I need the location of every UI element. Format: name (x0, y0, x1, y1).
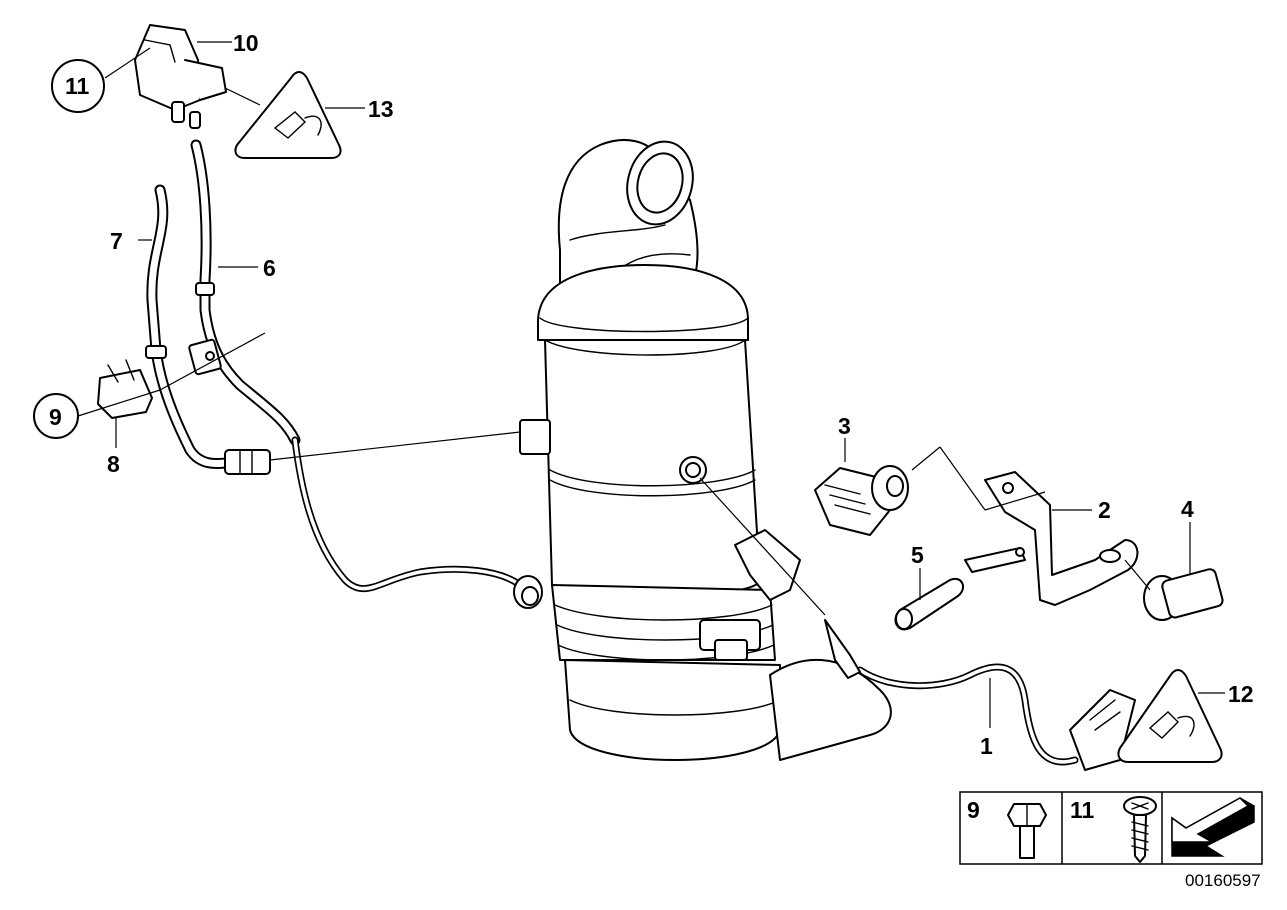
callout-5: 5 (911, 542, 924, 568)
sensor-warning-icon-12 (1117, 669, 1223, 763)
pressure-hoses (146, 139, 301, 469)
direction-arrow-icon (1171, 797, 1255, 857)
fastener-legend: 9 11 (959, 791, 1263, 865)
callout-numbers: 10 11 13 7 6 9 8 3 2 4 5 12 1 (33, 30, 1254, 759)
callout-9: 9 (49, 404, 62, 430)
callout-circle-11 (51, 59, 105, 113)
callout-8: 8 (107, 451, 120, 477)
sleeve-part-5 (894, 577, 965, 631)
legend-label-9: 9 (967, 797, 980, 823)
callout-10: 10 (233, 30, 259, 56)
sensor-part-3 (814, 465, 909, 536)
callout-11: 11 (65, 73, 90, 99)
catalog-number: 00160597 (1185, 871, 1261, 890)
hex-bolt-icon (1007, 803, 1047, 859)
callout-12: 12 (1228, 681, 1254, 707)
callout-4: 4 (1181, 496, 1194, 522)
pressure-converter (134, 24, 227, 129)
callout-6: 6 (263, 255, 276, 281)
callout-3: 3 (838, 413, 851, 439)
sensor-warning-icon-13 (234, 71, 342, 159)
hose-clip (145, 282, 222, 376)
particulate-filter (519, 139, 892, 761)
legend-label-11: 11 (1070, 797, 1095, 823)
callout-circle-9 (33, 393, 79, 439)
screw-icon (1123, 796, 1157, 863)
callout-2: 2 (1098, 497, 1111, 523)
leader-lines (77, 41, 1225, 728)
sensor-part-4 (1143, 568, 1224, 621)
pressure-pipe (228, 436, 524, 593)
bracket-part-2 (964, 471, 1139, 606)
holder-part-8 (97, 359, 153, 419)
pipe-fitting (513, 575, 543, 609)
callout-1: 1 (980, 733, 993, 759)
callout-7: 7 (110, 228, 123, 254)
callout-13: 13 (368, 96, 394, 122)
hose-connector (224, 449, 271, 475)
